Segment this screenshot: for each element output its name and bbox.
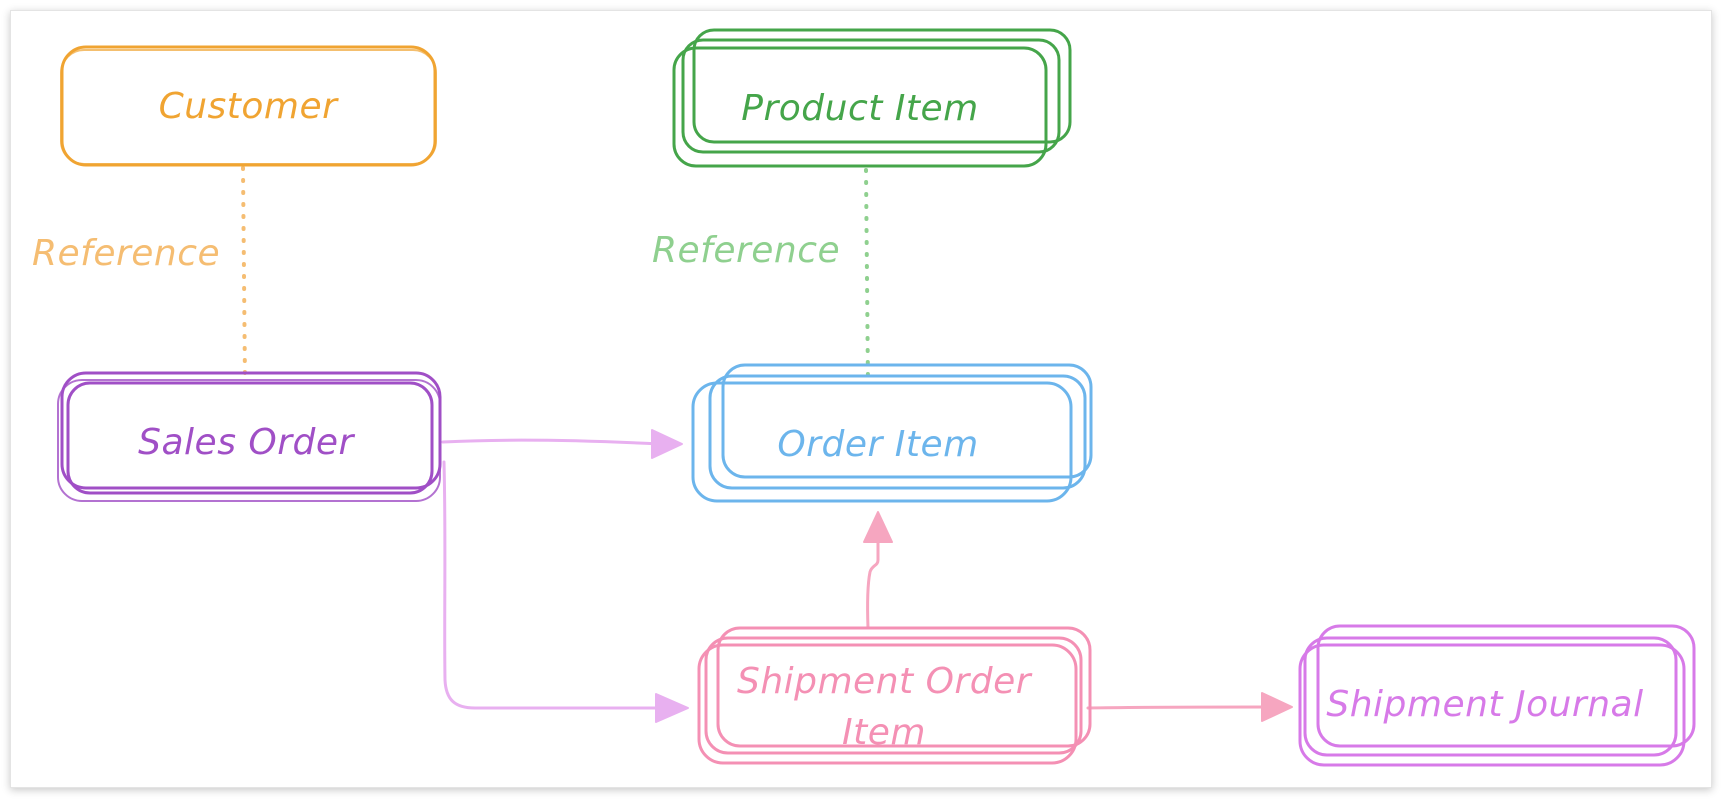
edge-sales-order-shipment	[442, 460, 689, 723]
arrowhead-icon	[863, 511, 893, 543]
node-order-item-label: Order Item	[777, 424, 978, 465]
edge-sales-order-order-item	[441, 429, 683, 459]
node-product-item-label: Product Item	[741, 88, 979, 129]
node-shipment-order-item[interactable]: Shipment Order Item	[697, 626, 1092, 765]
edge-shipment-order-item	[863, 511, 893, 630]
node-customer[interactable]: Customer	[60, 45, 437, 167]
arrowhead-icon	[655, 693, 689, 723]
node-sales-order-label: Sales Order	[138, 422, 355, 463]
node-shipment-journal[interactable]: Shipment Journal	[1298, 624, 1696, 767]
node-order-item[interactable]: Order Item	[691, 363, 1093, 503]
node-customer-label: Customer	[159, 86, 340, 127]
node-shipment-order-item-label-line2: Item	[842, 712, 926, 753]
edge-product-order-item	[864, 168, 870, 387]
node-product-item[interactable]: Product Item	[672, 28, 1072, 168]
edge-customer-reference-label: Reference	[32, 233, 220, 274]
edge-shipment-journal	[1086, 692, 1293, 722]
arrowhead-icon	[1261, 692, 1293, 722]
edge-customer-sales-order	[241, 166, 247, 384]
diagram-canvas	[10, 10, 1712, 788]
node-shipment-order-item-label-line1: Shipment Order	[737, 661, 1033, 702]
node-shipment-journal-label: Shipment Journal	[1326, 684, 1643, 725]
arrowhead-icon	[651, 429, 683, 459]
node-sales-order[interactable]: Sales Order	[57, 371, 442, 502]
edge-product-reference-label: Reference	[652, 230, 840, 271]
